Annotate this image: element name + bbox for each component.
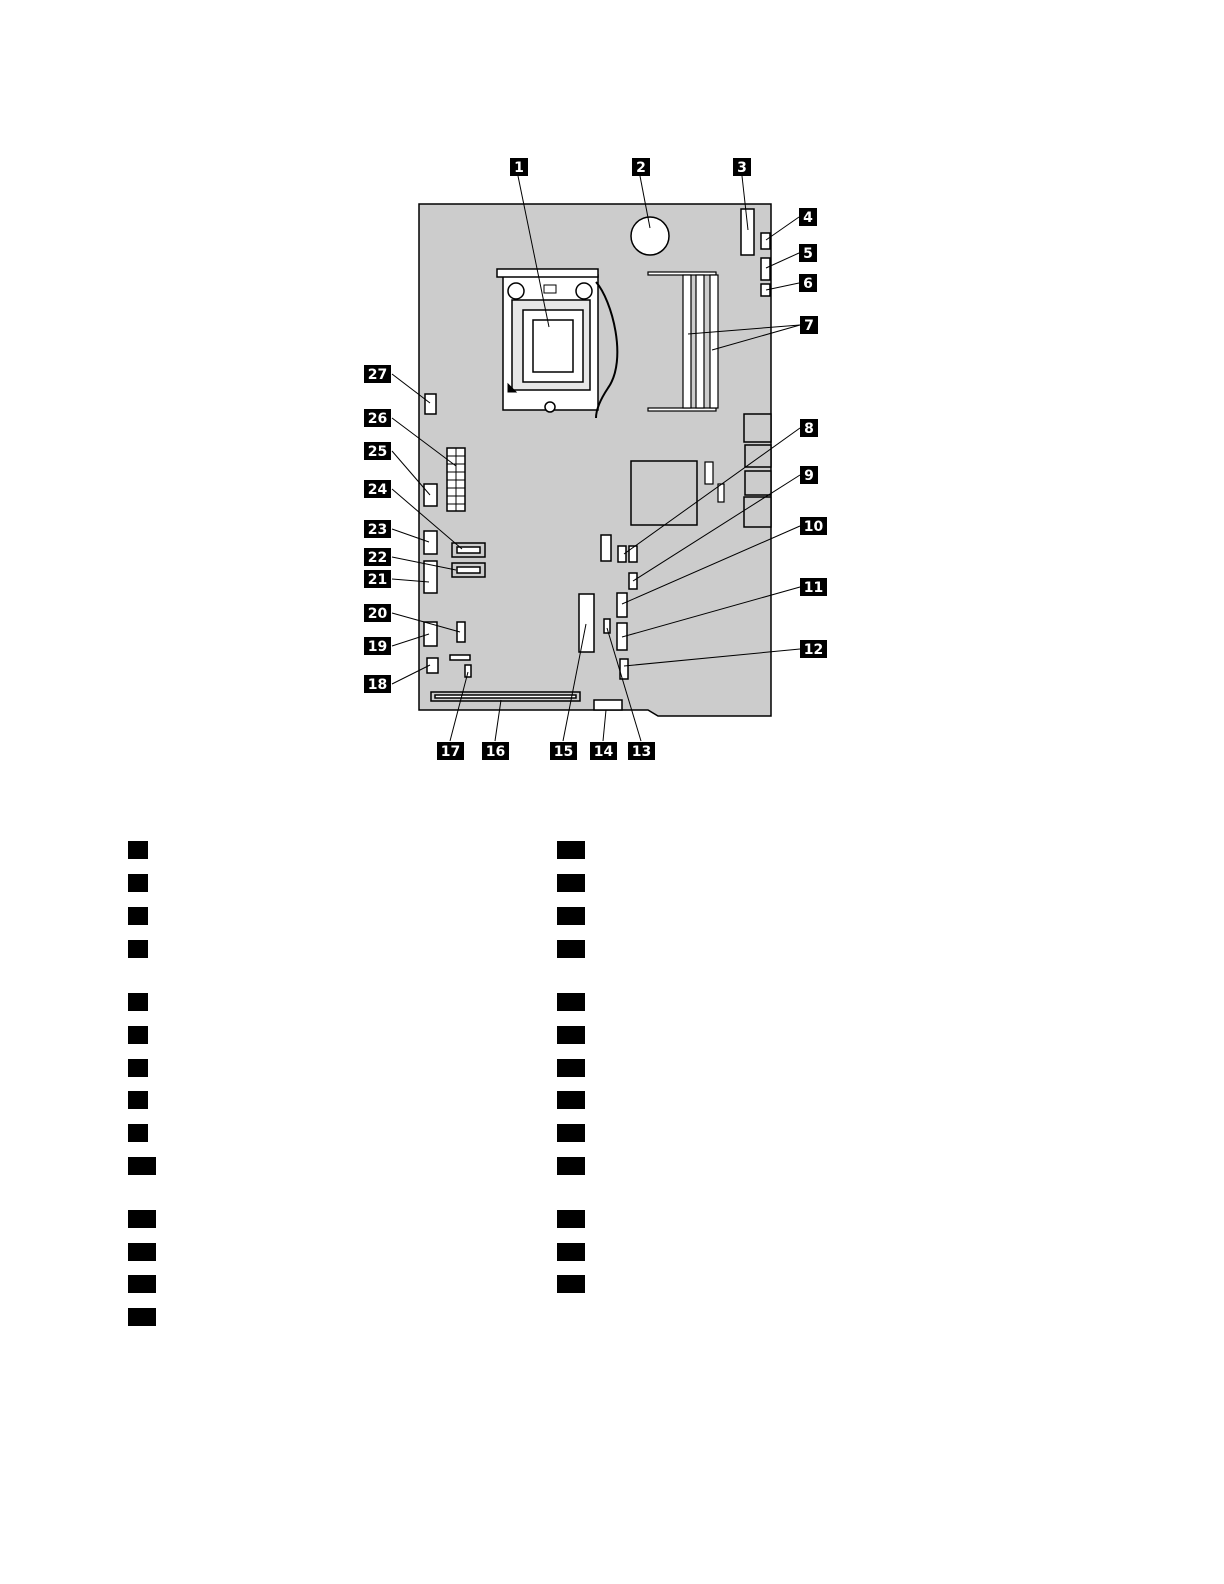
callout-21: 21 bbox=[364, 570, 391, 588]
callout-9: 9 bbox=[800, 466, 818, 484]
svg-text:27: 27 bbox=[368, 367, 387, 383]
svg-text:3: 3 bbox=[737, 160, 747, 176]
callout-20: 20 bbox=[364, 604, 391, 622]
callout-25: 25 bbox=[364, 442, 391, 460]
svg-text:24: 24 bbox=[368, 482, 388, 498]
pci-express-slot bbox=[430, 691, 581, 702]
svg-text:19: 19 bbox=[368, 639, 387, 655]
callout-13: 13 bbox=[628, 742, 655, 760]
svg-text:7: 7 bbox=[804, 318, 814, 334]
svg-text:2: 2 bbox=[636, 160, 646, 176]
callout-1: 1 bbox=[510, 158, 528, 176]
svg-text:4: 4 bbox=[803, 210, 813, 226]
chipset bbox=[630, 460, 698, 526]
svg-text:11: 11 bbox=[804, 580, 823, 596]
callout-3: 3 bbox=[733, 158, 751, 176]
svg-text:17: 17 bbox=[441, 744, 460, 760]
sata-connectors bbox=[451, 542, 486, 578]
svg-text:10: 10 bbox=[804, 519, 824, 535]
callout-4: 4 bbox=[799, 208, 817, 226]
callout-2: 2 bbox=[632, 158, 650, 176]
callout-16: 16 bbox=[482, 742, 509, 760]
callouts: 1 2 3 4 5 6 7 8 9 10 11 12 13 14 15 16 1… bbox=[364, 158, 827, 760]
svg-text:12: 12 bbox=[804, 642, 823, 658]
battery bbox=[630, 216, 670, 256]
callout-14: 14 bbox=[590, 742, 617, 760]
leader-lines bbox=[391, 175, 801, 742]
callout-11: 11 bbox=[800, 578, 827, 596]
callout-17: 17 bbox=[437, 742, 464, 760]
connector-6 bbox=[760, 283, 771, 297]
svg-text:1: 1 bbox=[514, 160, 524, 176]
svg-text:8: 8 bbox=[804, 421, 814, 437]
memory-slots bbox=[647, 271, 719, 412]
svg-text:15: 15 bbox=[554, 744, 573, 760]
callout-26: 26 bbox=[364, 409, 391, 427]
rear-io-blocks bbox=[743, 413, 772, 528]
callout-23: 23 bbox=[364, 520, 391, 538]
svg-text:18: 18 bbox=[368, 677, 387, 693]
callout-18: 18 bbox=[364, 675, 391, 693]
svg-text:6: 6 bbox=[803, 276, 813, 292]
callout-12: 12 bbox=[800, 640, 827, 658]
svg-text:21: 21 bbox=[368, 572, 387, 588]
callout-7: 7 bbox=[800, 316, 818, 334]
callout-8: 8 bbox=[800, 419, 818, 437]
svg-text:13: 13 bbox=[632, 744, 651, 760]
callout-24: 24 bbox=[364, 480, 391, 498]
callout-5: 5 bbox=[799, 244, 817, 262]
callout-15: 15 bbox=[550, 742, 577, 760]
svg-text:16: 16 bbox=[486, 744, 505, 760]
callout-27: 27 bbox=[364, 365, 391, 383]
svg-text:9: 9 bbox=[804, 468, 814, 484]
connector-5 bbox=[760, 257, 771, 281]
callout-6: 6 bbox=[799, 274, 817, 292]
callout-19: 19 bbox=[364, 637, 391, 655]
svg-text:25: 25 bbox=[368, 444, 387, 460]
svg-text:23: 23 bbox=[368, 522, 387, 538]
svg-text:20: 20 bbox=[368, 606, 388, 622]
svg-text:14: 14 bbox=[594, 744, 614, 760]
svg-text:26: 26 bbox=[368, 411, 387, 427]
svg-text:22: 22 bbox=[368, 550, 387, 566]
callout-22: 22 bbox=[364, 548, 391, 566]
microprocessor-socket bbox=[496, 268, 619, 419]
svg-text:5: 5 bbox=[803, 246, 813, 262]
connector-4 bbox=[760, 232, 771, 250]
connector-3 bbox=[740, 208, 755, 256]
callout-10: 10 bbox=[800, 517, 827, 535]
